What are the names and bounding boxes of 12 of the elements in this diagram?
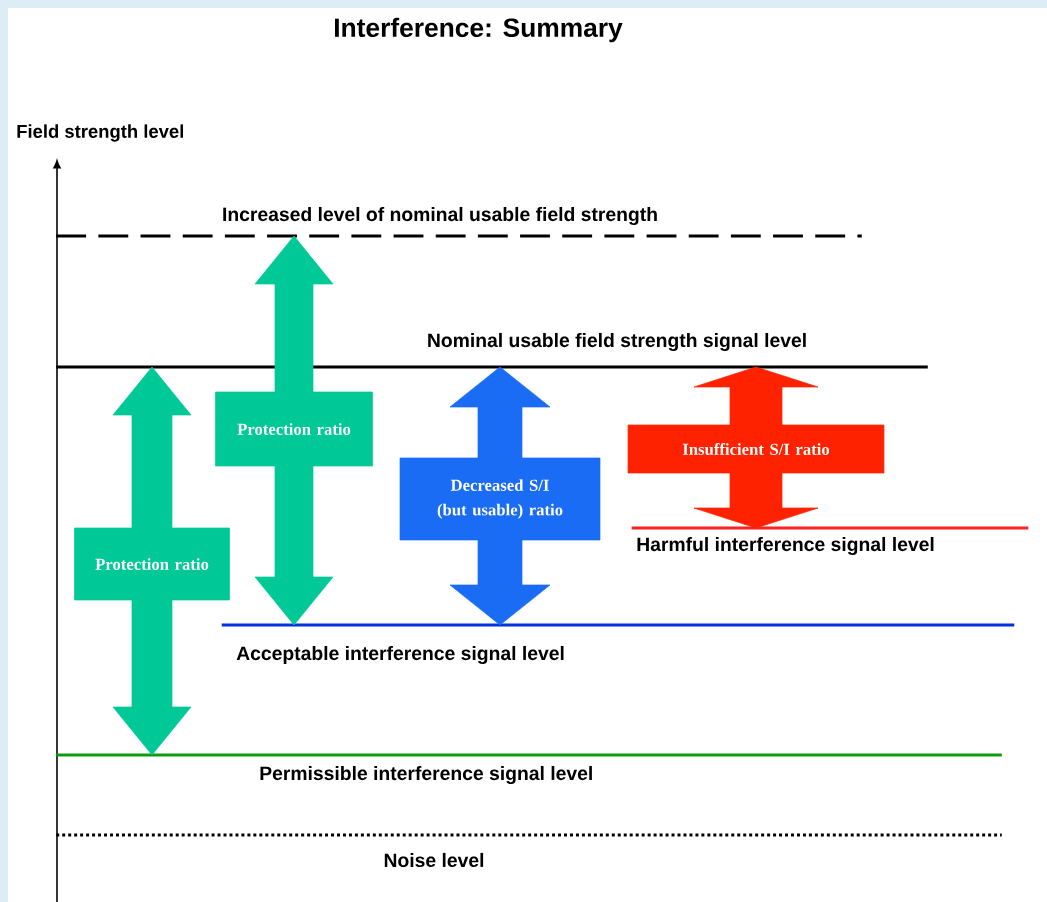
edge-label: Decreased S/I (but usable) ratio xyxy=(399,457,601,541)
edge-label: Protection ratio xyxy=(215,391,373,467)
level-label: Permissible interference signal level xyxy=(260,765,592,785)
title: Interference: Summary xyxy=(335,17,623,43)
level-label: Nominal usable field strength signal level xyxy=(428,332,806,352)
level-label: Increased level of nominal usable field strength xyxy=(223,206,657,226)
level-label: Harmful interference signal level xyxy=(637,536,934,556)
axis-label: Field strength level xyxy=(17,124,184,142)
edge-label: Protection ratio xyxy=(74,527,230,601)
level-label: Noise level xyxy=(384,852,484,868)
level-label: Acceptable interference signal level xyxy=(236,645,564,665)
edge-label: Insufficient S/I ratio xyxy=(627,424,885,474)
